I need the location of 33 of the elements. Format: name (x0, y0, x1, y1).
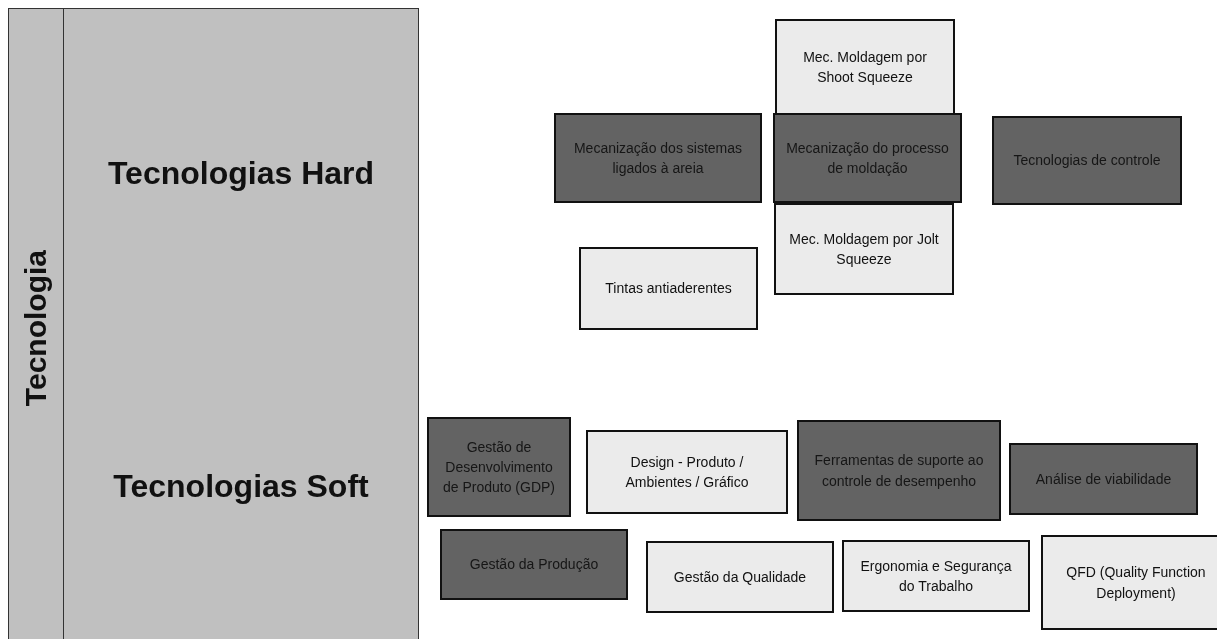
box-label: Mec. Moldagem por Shoot Squeeze (802, 47, 928, 87)
technology-box (646, 541, 834, 613)
vertical-band (8, 8, 64, 639)
technology-box (992, 116, 1182, 205)
technology-box (1041, 535, 1217, 630)
box-label: Ferramentas de suporte ao controle de desempenho (813, 451, 985, 491)
box-label: Tintas antiaderentes (605, 279, 732, 299)
box-label: Mec. Moldagem por Jolt Squeeze (788, 229, 940, 269)
technology-box (579, 247, 758, 330)
category-panel (63, 8, 419, 639)
box-label: QFD (Quality Function Deployment) (1065, 563, 1207, 603)
technology-box (797, 420, 1001, 521)
box-label: Mecanização do processo de moldação (785, 138, 950, 178)
box-label: Gestão de Desenvolvimento de Produto (GDP) (441, 437, 557, 498)
technology-box (1009, 443, 1198, 515)
box-label: Mecanização dos sistemas ligados à areia (572, 138, 744, 178)
category-heading: Tecnologias Soft (112, 467, 370, 506)
technology-box (842, 540, 1030, 612)
category-heading: Tecnologias Hard (106, 154, 376, 193)
band-title: Tecnologia (21, 249, 51, 407)
technology-box (775, 19, 955, 115)
box-label: Ergonomia e Segurança do Trabalho (859, 556, 1013, 596)
box-label: Tecnologias de controle (1013, 151, 1161, 171)
box-label: Design - Produto / Ambientes / Gráfico (624, 452, 750, 492)
box-label: Gestão da Produção (469, 555, 599, 575)
technology-box (440, 529, 628, 600)
box-label: Gestão da Qualidade (673, 567, 807, 587)
technology-box (427, 417, 571, 517)
box-label: Análise de viabilidade (1035, 469, 1172, 489)
technology-box (554, 113, 762, 203)
technology-box (586, 430, 788, 514)
technology-box (774, 203, 954, 295)
technology-box (773, 113, 962, 203)
